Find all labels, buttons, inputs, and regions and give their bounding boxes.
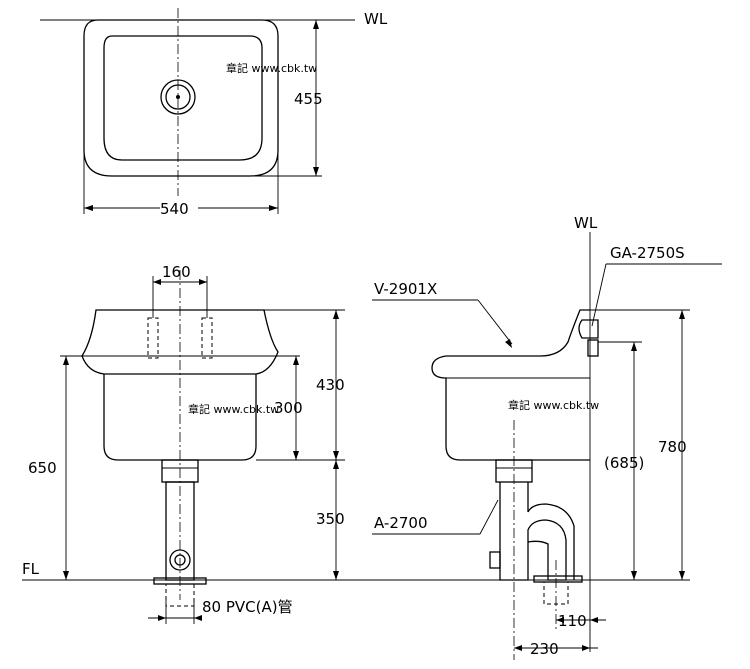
dim-455-arrow-bottom xyxy=(313,167,319,176)
basin-inner-plan xyxy=(103,35,263,161)
callout-valve-leader xyxy=(591,263,607,327)
dim-650-text: 650 xyxy=(28,459,57,477)
watermark-side: 章記 www.cbk.tw xyxy=(508,398,599,412)
drain-center xyxy=(176,95,180,99)
pipe-dim-arrow-left xyxy=(158,615,166,621)
dim-230-arrow-left xyxy=(514,645,522,651)
dim-110-text: 110 xyxy=(558,612,587,630)
dim-430-arrow-bottom xyxy=(333,451,339,460)
dim-300-arrow-top xyxy=(293,356,299,365)
dim-300-text: 300 xyxy=(274,399,303,417)
valve-base xyxy=(587,339,599,357)
dim-650-arrow-bottom xyxy=(63,571,69,580)
dim-110-arrow-right xyxy=(590,617,598,623)
plan-view: WL 455 540 章記 www.cbk.tw xyxy=(40,8,388,218)
model-sink-label: V-2901X xyxy=(374,280,437,298)
dim-780-arrow-bottom xyxy=(679,571,685,580)
trap-outlet-side xyxy=(527,503,575,580)
trap-body-side xyxy=(499,482,567,581)
dim-455-text: 455 xyxy=(294,90,323,108)
dim-350-arrow-bottom xyxy=(333,571,339,580)
mount-slot-right xyxy=(201,317,213,359)
dim-685-arrow-top xyxy=(631,342,637,351)
wl-right-label: WL xyxy=(574,214,598,232)
dim-780-arrow-top xyxy=(679,310,685,319)
dim-430-arrow-top xyxy=(333,310,339,319)
dim-230-arrow-right xyxy=(582,645,590,651)
model-trap-label: A-2700 xyxy=(374,514,428,532)
dim-430-text: 430 xyxy=(316,376,345,394)
dim-160-text: 160 xyxy=(162,263,191,281)
callout-trap-leader xyxy=(479,499,499,535)
side-view: WL (685) 780 110 xyxy=(372,214,722,660)
callout-sink-leader xyxy=(477,299,513,345)
dim-160-arrow-right xyxy=(199,279,207,285)
dim-780-text: 780 xyxy=(658,438,687,456)
basin-outline-plan xyxy=(83,19,279,177)
dim-685-text: (685) xyxy=(604,454,644,472)
cleanout-side xyxy=(489,551,501,569)
dim-230-text: 230 xyxy=(530,640,559,658)
floor-flange-side xyxy=(533,575,583,583)
watermark-front: 章記 www.cbk.tw xyxy=(188,402,279,416)
dim-685-arrow-bottom xyxy=(631,571,637,580)
dim-110-arrow-left xyxy=(556,617,564,623)
callout-sink-arrow xyxy=(505,339,512,348)
dim-350-arrow-top xyxy=(333,460,339,469)
sink-profile-side xyxy=(431,309,590,461)
pipe-dim-arrow-right xyxy=(194,615,202,621)
watermark-plan: 章記 www.cbk.tw xyxy=(226,61,317,75)
pvc-pipe-front xyxy=(165,583,195,607)
model-valve-label: GA-2750S xyxy=(610,244,685,262)
cleanout-inner xyxy=(174,554,186,566)
dim-540-text: 540 xyxy=(160,200,189,218)
fl-label: FL xyxy=(22,560,40,578)
cleanout-outer xyxy=(169,549,191,571)
dim-350-text: 350 xyxy=(316,510,345,528)
mount-slot-left xyxy=(147,317,159,359)
dim-540-arrow-left xyxy=(84,205,93,211)
dim-455-arrow-top xyxy=(313,20,319,29)
pipe-dim-text: 80 PVC(A)管 xyxy=(202,598,293,616)
front-view: 160 300 430 350 650 80 PVC(A)管 章記 www.cb… xyxy=(28,263,345,624)
dim-650-arrow-top xyxy=(63,356,69,365)
dim-300-arrow-bottom xyxy=(293,451,299,460)
dim-540-arrow-right xyxy=(269,205,278,211)
valve-body xyxy=(578,319,599,339)
wl-top-label: WL xyxy=(364,10,388,28)
dim-160-arrow-left xyxy=(153,279,161,285)
